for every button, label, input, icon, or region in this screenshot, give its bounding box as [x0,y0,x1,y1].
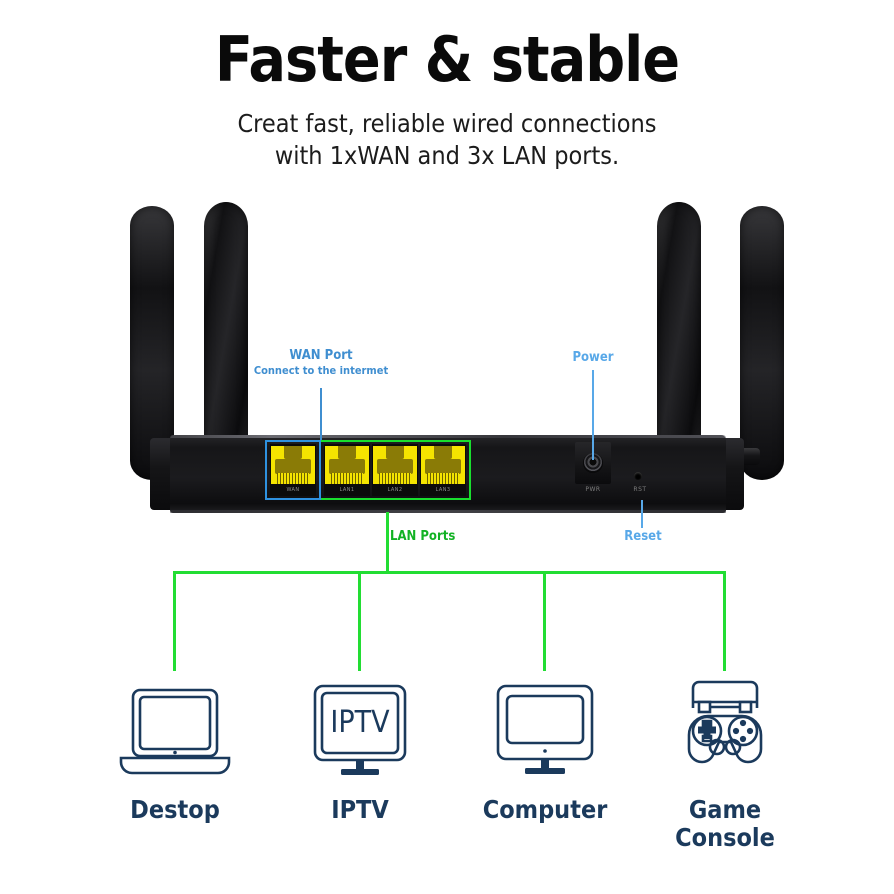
reset-leader-line [641,500,643,528]
port-label: LAN3 [420,484,466,496]
device-game-console: Game Console [630,672,820,852]
power-callout: Power [533,350,653,366]
device-label-line-1: Game [688,795,762,824]
reset-pinhole-button[interactable] [634,472,642,480]
rj45-pins-icon [277,473,309,485]
rj45-port-lan1[interactable]: LAN1 [324,444,370,496]
port-label: LAN2 [372,484,418,496]
desktop-monitor-icon [450,672,640,780]
rj45-shell-icon [373,446,417,485]
device-row: Destop IPTV IPTV [0,672,894,872]
subtitle-line-2: with 1xWAN and 3x LAN ports. [274,141,620,171]
wan-leader-line [320,388,322,440]
tree-bus [173,571,726,574]
rj45-shell-icon [325,446,369,485]
lan-callout-title: LAN Ports [390,529,456,544]
device-label-line-1: Computer [482,795,608,824]
tree-branch-desktop [173,571,176,671]
tree-trunk [386,512,389,573]
tree-branch-computer [543,571,546,671]
device-label-line-2: Console [675,823,775,852]
wan-callout-title: WAN Port [289,348,353,363]
rj45-shell-icon [271,446,315,485]
rj45-port-lan2[interactable]: LAN2 [372,444,418,496]
port-cluster: WAN LAN1 LAN2 LAN3 [265,440,471,500]
device-iptv: IPTV IPTV [265,672,455,824]
rj45-pins-icon [379,473,411,485]
laptop-icon [80,672,270,780]
gamepad-icon [630,672,820,780]
device-label: Game Console [630,796,820,852]
device-label: Computer [450,796,640,824]
lan-port-group: LAN1 LAN2 LAN3 [321,440,471,500]
wan-port-group: WAN [265,440,321,500]
router-illustration: WAN LAN1 LAN2 LAN3 PWR RST [0,190,894,520]
device-label: IPTV [265,796,455,824]
dc-barrel-icon [583,453,603,473]
power-callout-title: Power [572,350,614,365]
reset-button-label: RST [633,486,647,493]
wan-callout-subtitle: Connect to the intermet [253,364,389,378]
device-computer: Computer [450,672,640,824]
antenna-far-right [740,206,784,480]
antenna-far-left [130,206,174,480]
reset-callout-title: Reset [624,529,662,544]
device-label-line-1: IPTV [331,795,389,824]
rj45-port-lan3[interactable]: LAN3 [420,444,466,496]
page-title: Faster & stable [214,23,680,96]
reset-callout: Reset [603,529,683,545]
rj45-pins-icon [427,473,459,485]
power-port-label: PWR [585,486,601,493]
port-label: WAN [270,484,316,496]
port-label: LAN1 [324,484,370,496]
rj45-pins-icon [331,473,363,485]
device-destop: Destop [80,672,270,824]
tree-branch-iptv [358,571,361,671]
wan-port-callout: WAN Port Connect to the intermet [213,348,429,378]
iptv-screen-text: IPTV [330,705,390,740]
rj45-port-wan[interactable]: WAN [270,444,316,496]
rj45-shell-icon [421,446,465,485]
lan-ports-callout: LAN Ports [390,529,500,545]
subtitle-line-1: Creat fast, reliable wired connections [237,109,657,139]
page-subtitle: Creat fast, reliable wired connections w… [0,94,894,172]
power-leader-line [592,370,594,460]
iptv-monitor-icon: IPTV [265,672,455,780]
device-label-line-1: Destop [130,795,220,824]
device-label: Destop [80,796,270,824]
tree-branch-game-console [723,571,726,671]
header: Faster & stable Creat fast, reliable wir… [0,0,894,172]
